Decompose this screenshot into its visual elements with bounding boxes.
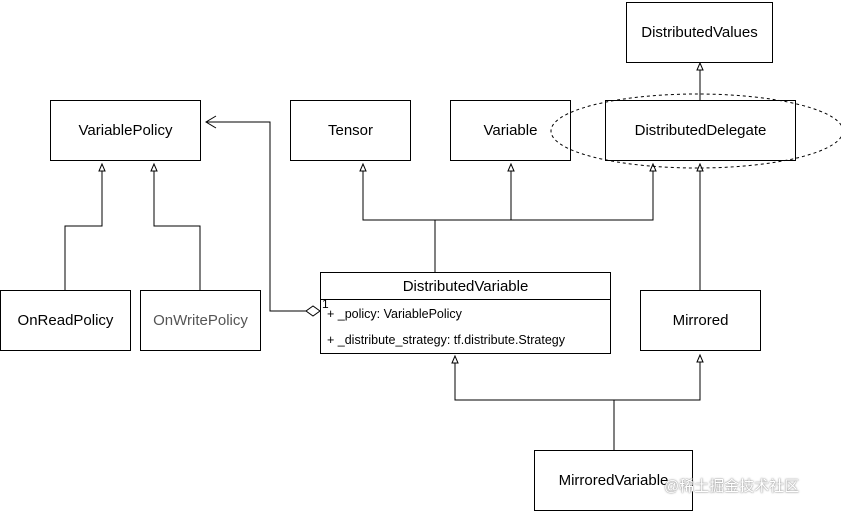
aggregation-diamond — [305, 305, 321, 317]
class-mirrored[interactable]: Mirrored — [640, 290, 761, 351]
connector-dvar-to-tensor — [362, 171, 435, 221]
class-distributed-variable[interactable]: DistributedVariable + _policy: VariableP… — [320, 272, 611, 354]
watermark: @稀土掘金技术社区 — [664, 478, 800, 495]
class-name: OnWritePolicy — [153, 312, 248, 329]
open-arrowhead — [205, 115, 217, 129]
triangle-arrowhead — [507, 162, 515, 172]
class-name: DistributedDelegate — [634, 122, 767, 139]
attribute-distribute-strategy: + _distribute_strategy: tf.distribute.St… — [327, 333, 565, 347]
connector-onwrite-to-policy — [153, 171, 201, 290]
connector-dvar-to-delegate — [511, 171, 654, 221]
triangle-arrowhead — [649, 162, 657, 172]
triangle-arrowhead — [451, 354, 459, 364]
class-name: Variable — [483, 122, 538, 139]
class-distributed-values[interactable]: DistributedValues — [626, 2, 773, 63]
triangle-arrowhead — [359, 162, 367, 172]
class-variable-policy[interactable]: VariablePolicy — [50, 100, 201, 161]
triangle-arrowhead — [696, 61, 704, 71]
connector-onread-to-policy — [64, 171, 103, 290]
attribute-policy: + _policy: VariablePolicy — [327, 307, 462, 321]
connector-mirroredvar-to-mirrored — [614, 362, 701, 401]
class-distributed-delegate[interactable]: DistributedDelegate — [605, 100, 796, 161]
class-name: Tensor — [327, 122, 374, 139]
class-on-read-policy[interactable]: OnReadPolicy — [0, 290, 131, 351]
class-variable[interactable]: Variable — [450, 100, 571, 161]
connector-mirroredvar-to-dvar — [454, 363, 614, 401]
class-name: DistributedVariable — [321, 273, 610, 300]
multiplicity-label: 1 — [322, 297, 329, 311]
class-name: Mirrored — [672, 312, 729, 329]
triangle-arrowhead — [150, 162, 158, 172]
class-mirrored-variable[interactable]: MirroredVariable — [534, 450, 693, 511]
class-name: MirroredVariable — [558, 472, 669, 489]
triangle-arrowhead — [696, 162, 704, 172]
connector-aggregation-to-policy — [206, 121, 306, 312]
class-name: VariablePolicy — [78, 122, 173, 139]
class-tensor[interactable]: Tensor — [290, 100, 411, 161]
connector-dvar-to-variable — [435, 171, 512, 221]
class-name: OnReadPolicy — [17, 312, 114, 329]
class-on-write-policy[interactable]: OnWritePolicy — [140, 290, 261, 351]
triangle-arrowhead — [98, 162, 106, 172]
triangle-arrowhead — [696, 353, 704, 363]
class-name: DistributedValues — [641, 24, 758, 41]
